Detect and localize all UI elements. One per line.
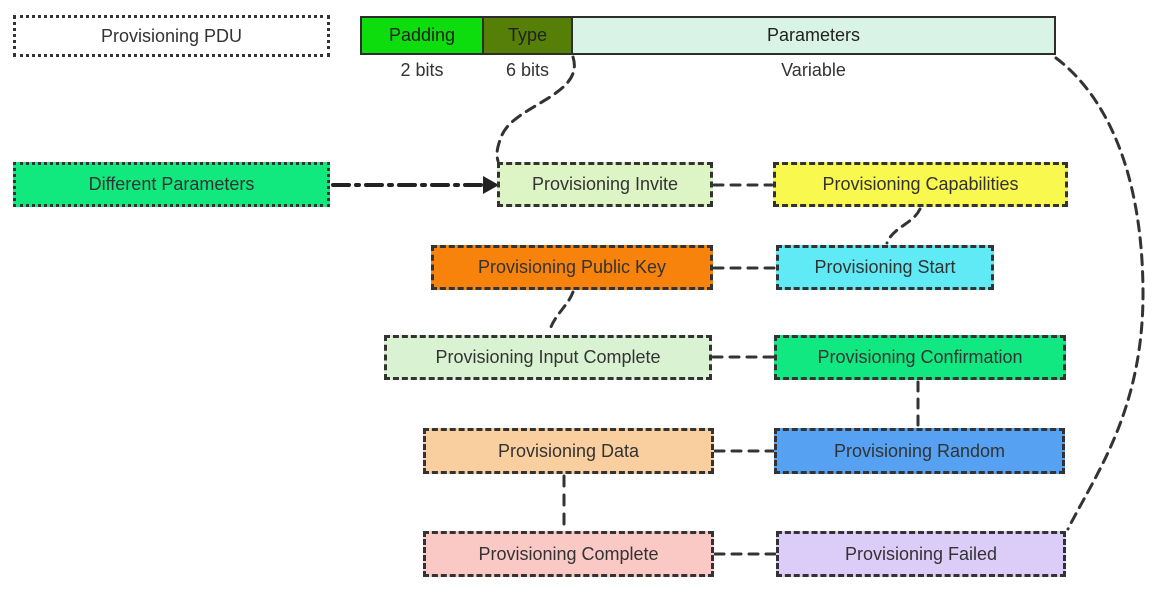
edge-publickey-inputcomplete	[547, 290, 575, 335]
node-label: Provisioning Random	[833, 440, 1006, 461]
node-label: Provisioning Data	[497, 440, 640, 461]
node-label: Provisioning Failed	[844, 543, 998, 564]
edge-parameters-to-failed	[1054, 56, 1145, 531]
node-provisioning-start: Provisioning Start	[776, 245, 994, 290]
field-type-label: Type	[507, 25, 548, 45]
node-provisioning-capabilities: Provisioning Capabilities	[773, 162, 1068, 207]
node-provisioning-random: Provisioning Random	[774, 428, 1065, 474]
node-label: Provisioning Capabilities	[822, 174, 1019, 194]
pdu-field-type: Type	[482, 16, 573, 55]
type-size-label: 6 bits	[505, 60, 550, 80]
pdu-field-padding: Padding	[360, 16, 484, 55]
node-label: Provisioning Input Complete	[435, 347, 661, 367]
field-padding-label: Padding	[388, 25, 456, 45]
node-label: Provisioning Invite	[531, 174, 679, 194]
node-provisioning-input-complete: Provisioning Input Complete	[384, 335, 712, 380]
node-provisioning-failed: Provisioning Failed	[776, 531, 1066, 577]
node-provisioning-data: Provisioning Data	[423, 428, 714, 474]
legend-label: Provisioning PDU	[100, 25, 243, 46]
node-label: Provisioning Confirmation	[817, 347, 1023, 367]
parameters-size-label: Variable	[781, 60, 846, 80]
node-label: Provisioning Public Key	[477, 257, 667, 277]
node-provisioning-complete: Provisioning Complete	[423, 531, 714, 577]
node-provisioning-invite: Provisioning Invite	[497, 162, 713, 207]
padding-size-label: 2 bits	[400, 60, 444, 80]
source-label: Different Parameters	[88, 174, 255, 194]
node-label: Provisioning Complete	[478, 543, 659, 564]
node-provisioning-confirmation: Provisioning Confirmation	[774, 335, 1066, 380]
node-provisioning-public-key: Provisioning Public Key	[431, 245, 713, 290]
pdu-field-parameters: Parameters	[571, 16, 1056, 55]
different-parameters-box: Different Parameters	[13, 162, 330, 207]
node-label: Provisioning Start	[814, 257, 956, 277]
field-parameters-label: Parameters	[766, 25, 861, 45]
provisioning-pdu-legend: Provisioning PDU	[13, 15, 330, 57]
edge-capabilities-start	[885, 207, 922, 245]
